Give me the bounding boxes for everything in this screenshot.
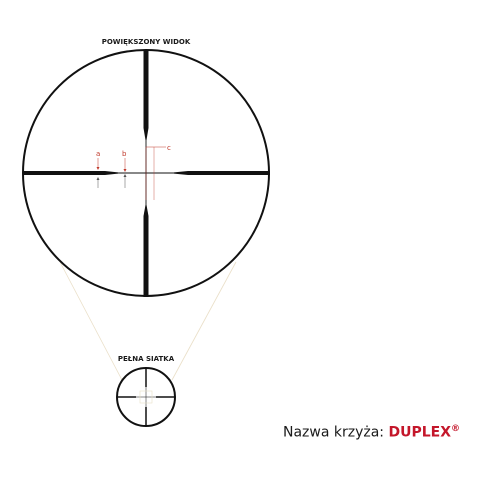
dimension-marker-b: b xyxy=(122,150,127,188)
taper-bottom xyxy=(143,205,149,216)
taper-left xyxy=(105,171,118,175)
full-reticle xyxy=(116,367,176,427)
full-reticle-label: PEŁNA SIATKA xyxy=(118,355,175,363)
projection-lines xyxy=(59,261,237,381)
marker-b-label: b xyxy=(122,150,127,158)
post-bottom xyxy=(143,216,149,297)
marker-c-label: c xyxy=(167,144,171,152)
dimension-marker-a: a xyxy=(96,150,100,188)
magnified-view-label: POWIĘKSZONY WIDOK xyxy=(102,38,191,46)
reticle-name-prefix: Nazwa krzyża: xyxy=(282,424,389,441)
reticle-name: Nazwa krzyża: DUPLEX® xyxy=(283,424,460,441)
magnified-reticle: c a b xyxy=(22,49,270,297)
taper-top xyxy=(143,128,149,140)
post-left xyxy=(23,171,105,175)
projection-line-left xyxy=(59,261,123,381)
projection-line-right xyxy=(171,261,237,381)
taper-right xyxy=(174,171,188,175)
post-right xyxy=(188,171,270,175)
marker-a-label: a xyxy=(96,150,100,158)
full-reticle-zoom-box xyxy=(139,390,153,404)
reticle-name-value: DUPLEX xyxy=(388,424,451,441)
registered-mark: ® xyxy=(451,424,460,434)
post-top xyxy=(143,50,149,128)
dimension-marker-c: c xyxy=(145,144,171,200)
